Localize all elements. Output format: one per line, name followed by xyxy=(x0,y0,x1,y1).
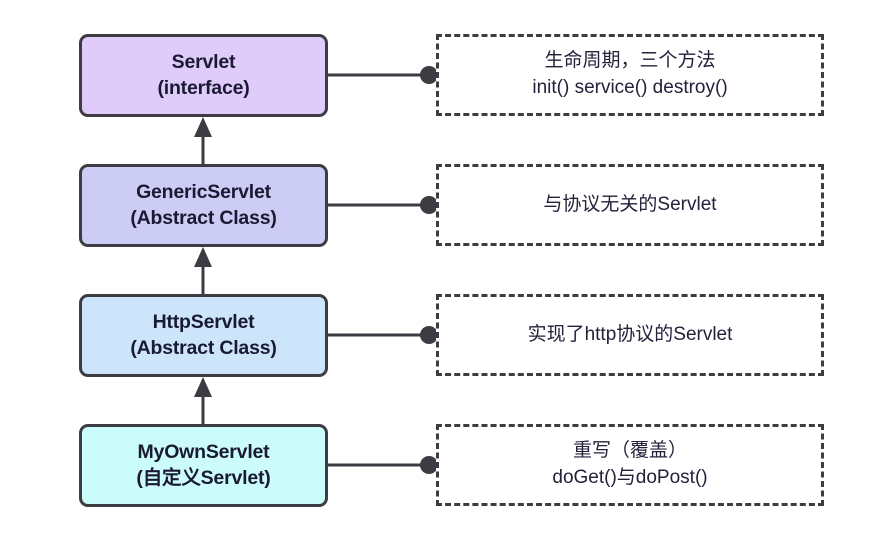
class-stereotype-genericservlet: (Abstract Class) xyxy=(130,206,277,229)
note-link-myownservlet xyxy=(328,456,438,474)
note-link-httpservlet xyxy=(328,326,438,344)
class-name-httpservlet: HttpServlet xyxy=(152,310,255,333)
inheritance-arrow-generic-to-servlet xyxy=(194,117,212,164)
note-box-genericservlet[interactable]: 与协议无关的Servlet xyxy=(436,164,824,246)
note-line-1: 实现了http协议的Servlet xyxy=(527,323,733,345)
note-line-2: doGet()与doPost() xyxy=(552,467,708,488)
note-link-genericservlet xyxy=(328,196,438,214)
class-name-myownservlet: MyOwnServlet xyxy=(137,440,270,463)
note-line-2: init() service() destroy() xyxy=(532,77,728,98)
class-stereotype-servlet: (interface) xyxy=(157,76,250,99)
class-stereotype-httpservlet: (Abstract Class) xyxy=(130,336,277,359)
note-box-servlet[interactable]: 生命周期，三个方法 init() service() destroy() xyxy=(436,34,824,116)
class-box-httpservlet[interactable]: HttpServlet (Abstract Class) xyxy=(79,294,328,377)
note-line-1: 与协议无关的Servlet xyxy=(543,193,717,215)
inheritance-arrow-http-to-generic xyxy=(194,247,212,294)
note-box-myownservlet[interactable]: 重写（覆盖） doGet()与doPost() xyxy=(436,424,824,506)
note-line-1: 生命周期，三个方法 xyxy=(544,50,716,72)
class-stereotype-myownservlet: (自定义Servlet) xyxy=(136,466,271,489)
class-box-servlet[interactable]: Servlet (interface) xyxy=(79,34,328,117)
class-name-servlet: Servlet xyxy=(171,50,236,73)
note-link-servlet xyxy=(328,66,438,84)
class-box-genericservlet[interactable]: GenericServlet (Abstract Class) xyxy=(79,164,328,247)
note-line-1: 重写（覆盖） xyxy=(572,440,687,462)
inheritance-arrow-myown-to-http xyxy=(194,377,212,424)
class-box-myownservlet[interactable]: MyOwnServlet (自定义Servlet) xyxy=(79,424,328,507)
class-name-genericservlet: GenericServlet xyxy=(136,180,271,203)
note-box-httpservlet[interactable]: 实现了http协议的Servlet xyxy=(436,294,824,376)
